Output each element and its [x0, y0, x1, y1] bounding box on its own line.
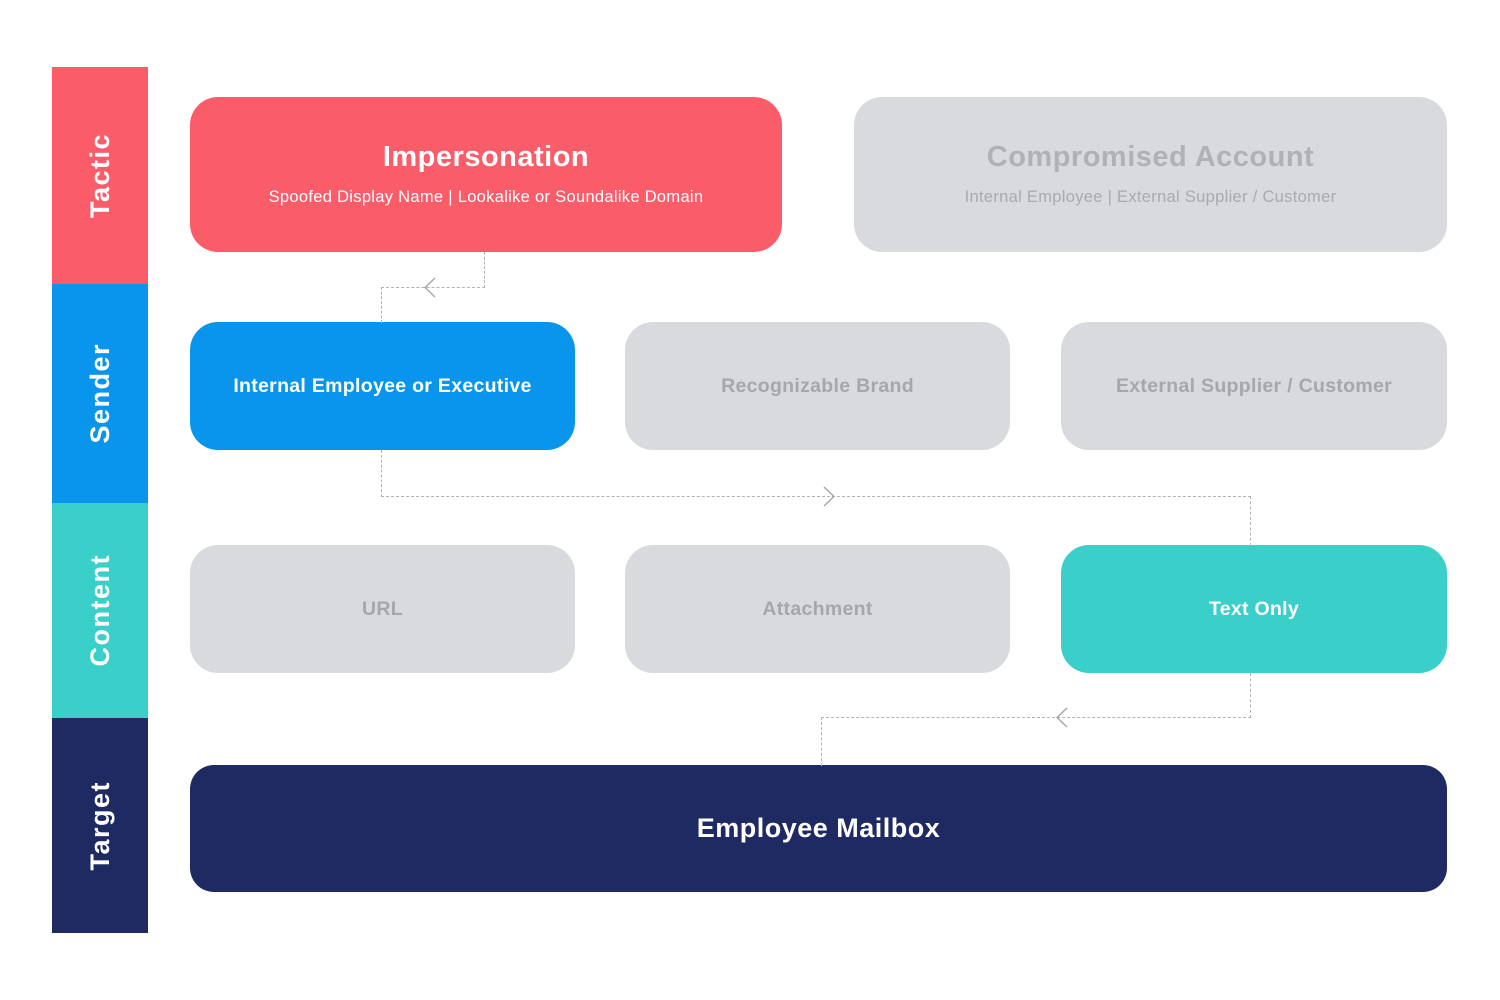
node-compromised-account-title: Compromised Account: [986, 141, 1315, 174]
node-impersonation-subtitle: Spoofed Display Name | Lookalike or Soun…: [268, 187, 704, 206]
node-text-only: Text Only: [1061, 545, 1447, 673]
node-employee-mailbox: Employee Mailbox: [190, 765, 1447, 892]
arrow-right-icon: [823, 486, 836, 507]
arrow-left-icon: [1055, 707, 1068, 728]
node-attachment: Attachment: [625, 545, 1010, 673]
node-external-supplier-label: External Supplier / Customer: [1115, 374, 1393, 397]
sidebar-item-sender: Sender: [52, 284, 148, 503]
connector-impersonation-into-sender: [381, 287, 382, 323]
connector-sender-across: [381, 496, 1251, 497]
node-text-only-label: Text Only: [1208, 597, 1300, 620]
connector-content-across: [821, 717, 1251, 718]
node-impersonation-title: Impersonation: [382, 141, 590, 174]
node-external-supplier-customer: External Supplier / Customer: [1061, 322, 1447, 450]
node-url: URL: [190, 545, 575, 673]
node-attachment-label: Attachment: [762, 597, 873, 620]
node-recognizable-brand: Recognizable Brand: [625, 322, 1010, 450]
connector-sender-into-content: [1250, 496, 1251, 546]
sidebar-label-content: Content: [84, 554, 115, 667]
connector-content-down: [1250, 673, 1251, 718]
node-employee-mailbox-label: Employee Mailbox: [696, 813, 941, 843]
arrow-left-icon: [423, 277, 436, 298]
sidebar-item-tactic: Tactic: [52, 67, 148, 284]
node-internal-employee-or-executive: Internal Employee or Executive: [190, 322, 575, 450]
node-compromised-account-subtitle: Internal Employee | External Supplier / …: [964, 187, 1337, 206]
sidebar-label-sender: Sender: [84, 343, 115, 444]
connector-impersonation-down: [484, 252, 485, 288]
sidebar-label-target: Target: [84, 780, 115, 871]
node-url-label: URL: [362, 597, 403, 620]
sidebar-item-content: Content: [52, 503, 148, 718]
connector-content-into-target: [821, 717, 822, 766]
node-compromised-account: Compromised Account Internal Employee | …: [854, 97, 1447, 252]
sidebar-label-tactic: Tactic: [84, 132, 115, 219]
node-impersonation: Impersonation Spoofed Display Name | Loo…: [190, 97, 782, 252]
connector-impersonation-across: [381, 287, 485, 288]
sidebar-item-target: Target: [52, 718, 148, 933]
node-recognizable-brand-label: Recognizable Brand: [721, 374, 914, 397]
node-internal-employee-label: Internal Employee or Executive: [233, 374, 532, 397]
connector-sender-down: [381, 450, 382, 497]
